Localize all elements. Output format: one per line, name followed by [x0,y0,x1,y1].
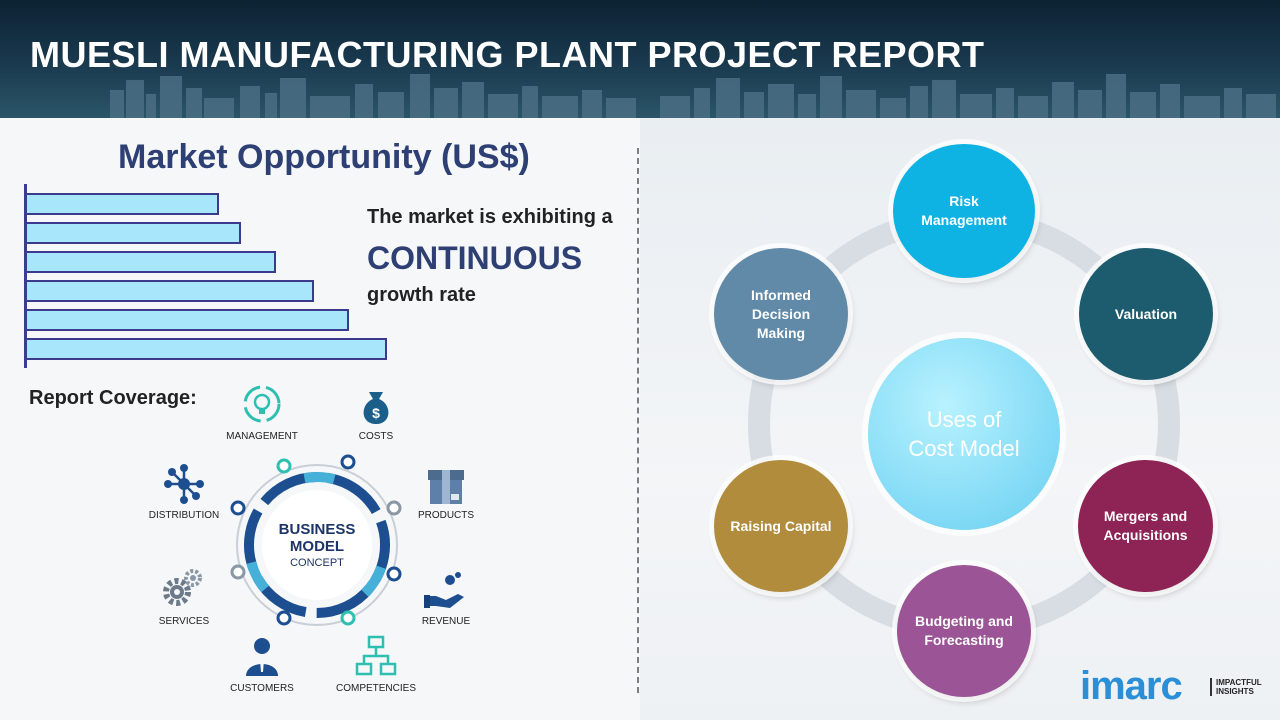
products-label: PRODUCTS [417,510,475,521]
use-raising-label: Raising Capital [730,517,832,534]
use-mergers-label: Mergers and Acquisitions [1103,508,1188,543]
panel-divider [637,148,639,693]
use-informed-label: Informed Decision Making [751,286,811,341]
report-coverage-title: Report Coverage: [29,387,197,409]
imarc-logo: imarc IMPACTFUL INSIGHTS [1080,664,1262,708]
market-text-line1: The market is exhibiting a [367,206,613,228]
logo-tag-line2: INSIGHTS [1216,687,1254,696]
bm-center-line1: BUSINESS [279,521,356,538]
bm-center-line2: MODEL [290,538,344,555]
uses-center-line1: Uses of [926,407,1002,432]
market-text-line3: growth rate [367,284,476,306]
growth-bar [27,280,314,302]
services-gears-icon [163,569,202,606]
use-budgeting: Budgeting and Forecasting [897,565,1031,697]
management-icon [243,385,281,423]
revenue-hand-icon [424,572,464,608]
use-risk-management: Risk Management [893,144,1035,278]
distribution-label: DISTRIBUTION [148,510,220,521]
logo-tag-line1: IMPACTFUL [1216,678,1262,687]
money-bag-icon: $ [363,392,389,424]
competencies-hierarchy-icon [355,635,397,676]
use-valuation-label: Valuation [1114,305,1178,322]
uses-center-circle: Uses of Cost Model [868,338,1060,530]
services-label: SERVICES [158,616,210,627]
management-label: MANAGEMENT [226,431,298,442]
use-valuation: Valuation [1079,248,1213,380]
growth-bar [27,338,387,360]
logo-wordmark: imarc [1080,664,1183,708]
use-budgeting-label: Budgeting and Forecasting [915,613,1013,648]
business-model-diagram: BUSINESS MODEL CONCEPT [230,454,402,626]
city-skyline-graphic [110,74,1276,118]
center-disc [262,490,372,600]
costs-label: COSTS [358,431,394,442]
uses-center-line2: Cost Model [908,436,1020,461]
growth-bar [27,222,241,244]
left-panel [0,118,640,720]
use-risk-label: Risk Management [921,193,1007,228]
customers-label: CUSTOMERS [230,683,294,694]
market-highlight: CONTINUOUS [367,240,583,276]
use-mergers: Mergers and Acquisitions [1078,460,1213,592]
competencies-label: COMPETENCIES [335,683,416,694]
customer-person-icon [246,638,278,676]
svg-text:$: $ [372,405,380,421]
use-raising-capital: Raising Capital [714,460,848,592]
revenue-label: REVENUE [421,616,471,627]
page-title: MUESLI MANUFACTURING PLANT PROJECT REPOR… [30,34,985,75]
distribution-network-icon [164,464,204,504]
outer-ring [236,464,398,626]
ring-dots [230,454,402,626]
bm-center-line3: CONCEPT [290,557,344,569]
bars-axis [24,184,27,368]
use-informed-decision: Informed Decision Making [714,248,848,380]
accent-segment [244,472,390,618]
logo-tagline: IMPACTFUL INSIGHTS [1210,678,1280,696]
products-box-icon [428,470,464,504]
growth-bar [27,309,349,331]
growth-bar [27,193,219,215]
header-banner: MUESLI MANUFACTURING PLANT PROJECT REPOR… [0,0,1280,118]
growth-bar [27,251,276,273]
market-opportunity-title: Market Opportunity (US$) [118,138,530,176]
